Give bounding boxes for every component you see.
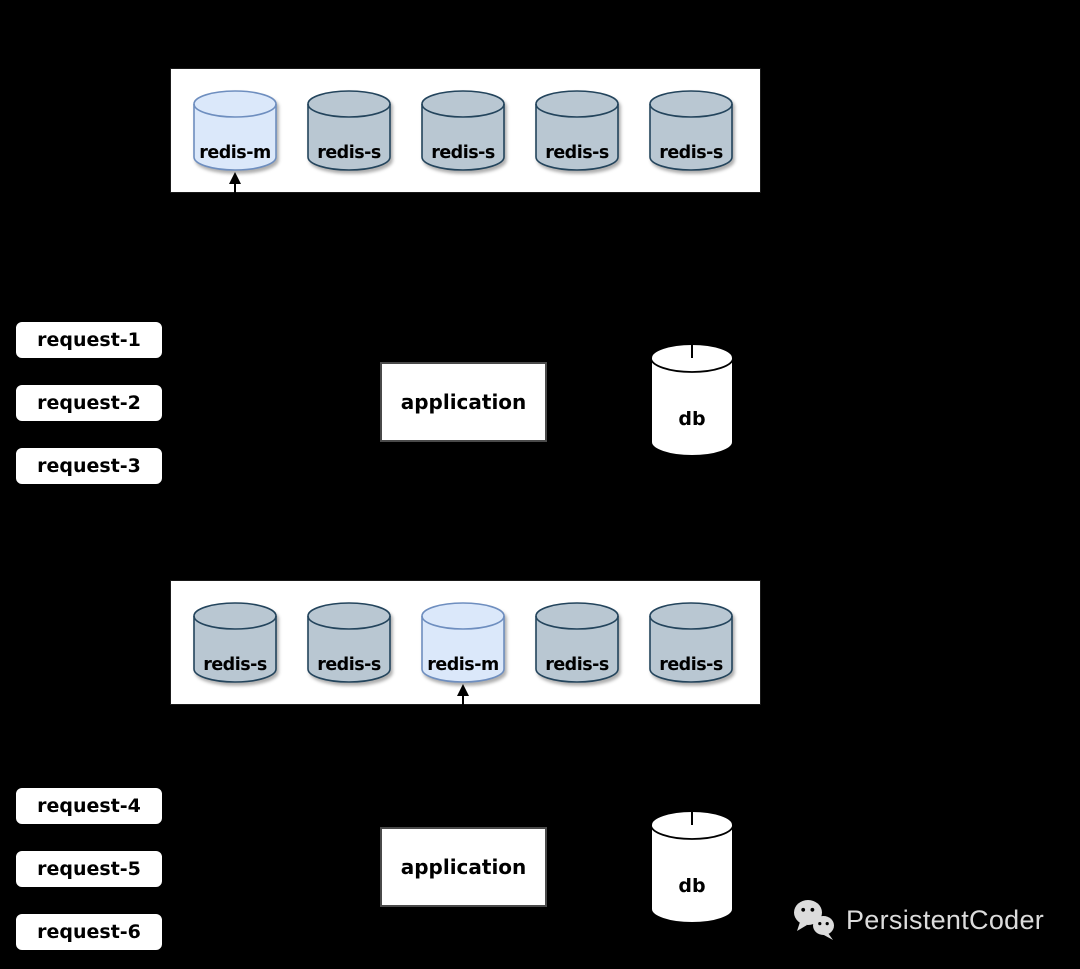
failover-arrow-icon (228, 172, 242, 194)
wechat-icon (794, 900, 834, 940)
cylinder-icon (421, 90, 505, 171)
request-list-1: request-1 request-2 request-3 (14, 320, 164, 486)
db-label: db (678, 408, 706, 430)
redis-node-label: redis-s (203, 655, 267, 675)
request-list-2: request-4 request-5 request-6 (14, 786, 164, 952)
cylinder-icon (649, 90, 733, 171)
cylinder-icon (649, 602, 733, 683)
redis-node-label: redis-s (545, 143, 609, 163)
watermark-label: PersistentCoder (846, 904, 1045, 935)
redis-node-slave: redis-s (193, 602, 277, 684)
cylinder-icon (193, 602, 277, 683)
redis-cluster-panel-2: redis-s redis-s redis-m redis-s (170, 580, 761, 706)
application-label: application (400, 390, 527, 414)
db-label: db (678, 875, 706, 897)
cylinder-icon (535, 90, 619, 171)
cylinder-icon (421, 602, 505, 683)
request-box: request-3 (14, 446, 164, 486)
application-box-1: application (380, 362, 547, 442)
request-box: request-4 (14, 786, 164, 826)
cylinder-icon (307, 602, 391, 683)
cylinder-icon (535, 602, 619, 683)
db-cylinder-2: db (650, 810, 734, 925)
request-box: request-5 (14, 849, 164, 889)
request-box: request-1 (14, 320, 164, 360)
redis-node-label: redis-s (317, 655, 381, 675)
failover-arrow-icon (456, 684, 470, 706)
request-box: request-6 (14, 912, 164, 952)
redis-node-label: redis-s (317, 143, 381, 163)
redis-node-slave: redis-s (421, 90, 505, 172)
redis-node-slave: redis-s (535, 602, 619, 684)
db-cylinder-1: db (650, 343, 734, 458)
watermark: PersistentCoder (793, 899, 1044, 941)
redis-node-label: redis-s (659, 143, 723, 163)
cylinder-icon (307, 90, 391, 171)
redis-node-label: redis-s (545, 655, 609, 675)
redis-node-label: redis-s (659, 655, 723, 675)
redis-node-slave: redis-s (307, 602, 391, 684)
request-box: request-2 (14, 383, 164, 423)
redis-node-slave: redis-s (649, 602, 733, 684)
database-icon (650, 343, 734, 457)
redis-node-master: redis-m (193, 90, 277, 194)
application-label: application (400, 855, 527, 879)
redis-node-label: redis-m (199, 143, 271, 163)
application-box-2: application (380, 827, 547, 907)
redis-node-master: redis-m (421, 602, 505, 706)
redis-node-label: redis-s (431, 143, 495, 163)
redis-cluster-panel-1: redis-m redis-s redis-s redis-s (170, 68, 761, 194)
cylinder-icon (193, 90, 277, 171)
database-icon (650, 810, 734, 924)
redis-node-slave: redis-s (535, 90, 619, 172)
redis-node-label: redis-m (427, 655, 499, 675)
redis-node-slave: redis-s (307, 90, 391, 172)
redis-node-slave: redis-s (649, 90, 733, 172)
